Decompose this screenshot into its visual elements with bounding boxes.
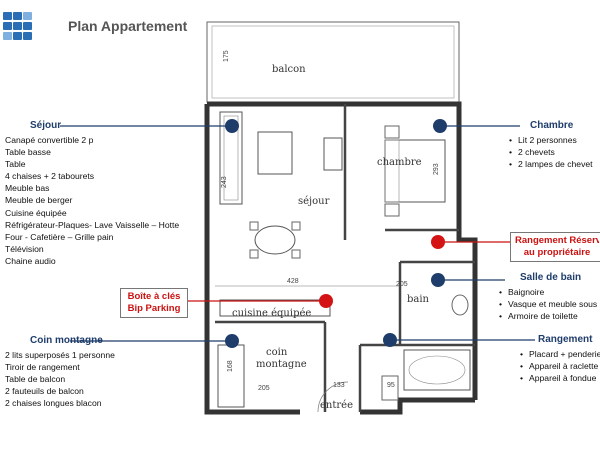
chambre-title: Chambre xyxy=(530,120,574,131)
marker-coin-montagne xyxy=(225,334,239,348)
vanity-sink xyxy=(451,294,469,316)
dining-table xyxy=(254,225,296,255)
dim-428: 428 xyxy=(287,278,299,285)
list-item: Lit 2 personnes xyxy=(509,134,593,146)
rangement-reserve-line1: Rangement Réservé xyxy=(515,235,599,246)
boite-a-cles-line1: Boîte à clés xyxy=(127,291,181,302)
sofa xyxy=(219,111,243,205)
dim-205: 205 xyxy=(258,385,270,392)
chair-3 xyxy=(249,249,259,259)
label-entree: entrée xyxy=(320,400,353,411)
list-item: Table de balcon xyxy=(5,374,66,385)
sejour-list: Canapé convertible 2 p Table basse Table… xyxy=(5,134,179,267)
marker-salle-de-bain xyxy=(431,273,445,287)
list-item: 2 chevets xyxy=(509,146,593,158)
label-balcon: balcon xyxy=(272,64,306,75)
boite-a-cles-line2: Bip Parking xyxy=(127,303,181,314)
list-item: Placard + penderie xyxy=(520,348,600,360)
boite-a-cles-box: Boîte à clés Bip Parking xyxy=(120,288,188,318)
rangement-list: Placard + penderie Appareil à raclette A… xyxy=(520,348,600,384)
list-item: Appareil à fondue xyxy=(520,372,600,384)
marker-sejour xyxy=(225,119,239,133)
coin-montagne-title: Coin montagne xyxy=(30,335,103,346)
dim-133: 133 xyxy=(333,382,345,389)
wc xyxy=(381,375,399,401)
chair-4 xyxy=(291,249,301,259)
interior-walls xyxy=(215,104,475,412)
marker-rangement xyxy=(383,333,397,347)
label-cuisine: cuisine équipée xyxy=(232,308,311,319)
list-item: Meuble de berger xyxy=(5,195,73,206)
label-sejour: séjour xyxy=(298,196,330,207)
coffee-table xyxy=(257,131,293,175)
list-item: 2 chaises longues blacon xyxy=(5,398,102,409)
dim-95: 95 xyxy=(387,382,395,389)
entry-door xyxy=(317,381,349,413)
list-item: Appareil à raclette xyxy=(520,360,600,372)
list-item: 2 fauteuils de balcon xyxy=(5,386,84,397)
chevet-1 xyxy=(384,125,400,139)
list-item: Baignoire xyxy=(499,286,600,298)
label-chambre: chambre xyxy=(377,157,422,168)
rangement-title: Rangement xyxy=(538,334,593,345)
chair-2 xyxy=(291,221,301,231)
dim-205b: 205 xyxy=(396,281,408,288)
list-item: 2 lits superposés 1 personne xyxy=(5,350,115,360)
sofa-seat xyxy=(223,115,239,201)
rangement-reserve-box: Rangement Réservé au propriétaire xyxy=(510,232,600,262)
bunk-bed xyxy=(217,344,245,408)
list-item: Four - Cafetière – Grille pain xyxy=(5,231,114,242)
kitchen-counter xyxy=(219,299,331,317)
page-title: Plan Appartement xyxy=(68,18,188,34)
logo-grid-icon xyxy=(3,12,32,40)
balcony-railing xyxy=(211,25,455,99)
dim-175: 175 xyxy=(223,50,230,62)
label-coin: coin xyxy=(266,347,288,358)
sejour-title: Séjour xyxy=(30,120,62,131)
list-item: 4 chaises + 2 tabourets xyxy=(5,171,95,182)
list-item: Armoire de toilette xyxy=(499,310,600,322)
balcony-outline xyxy=(206,21,460,103)
chair-1 xyxy=(249,221,259,231)
list-item: Vasque et meuble sous xyxy=(499,298,600,310)
coin-montagne-list: 2 lits superposés 1 personne Tiroir de r… xyxy=(5,349,115,409)
salle-de-bain-list: Baignoire Vasque et meuble sous Armoire … xyxy=(499,286,600,322)
list-item: Canapé convertible 2 p xyxy=(5,135,94,145)
list-item: Meuble bas xyxy=(5,183,50,194)
bathtub xyxy=(403,349,471,391)
bathtub-basin xyxy=(408,355,466,385)
list-item: Table basse xyxy=(5,147,51,158)
chambre-list: Lit 2 personnes 2 chevets 2 lampes de ch… xyxy=(509,134,593,170)
marker-chambre xyxy=(433,119,447,133)
exterior-walls xyxy=(204,101,478,415)
list-item: Tiroir de rangement xyxy=(5,362,80,373)
marker-boite-a-cles xyxy=(319,294,333,308)
list-item: Table xyxy=(5,159,26,170)
label-montagne: montagne xyxy=(256,359,307,370)
armchair xyxy=(323,137,343,171)
rangement-reserve-line2: au propriétaire xyxy=(523,247,591,258)
bed-pillow xyxy=(384,139,400,203)
dim-293: 293 xyxy=(433,163,440,175)
list-item: Cuisine équipée xyxy=(5,207,67,218)
list-item: Chaine audio xyxy=(5,255,56,266)
list-item: 2 lampes de chevet xyxy=(509,158,593,170)
salle-de-bain-title: Salle de bain xyxy=(520,272,582,283)
label-bain: bain xyxy=(407,294,430,305)
list-item: Réfrigérateur-Plaques- Lave Vaisselle – … xyxy=(5,219,180,230)
dim-168: 168 xyxy=(227,360,234,372)
list-item: Télévision xyxy=(5,243,44,254)
dim-243: 243 xyxy=(221,176,228,188)
chevet-2 xyxy=(384,203,400,217)
marker-rangement-reserve xyxy=(431,235,445,249)
